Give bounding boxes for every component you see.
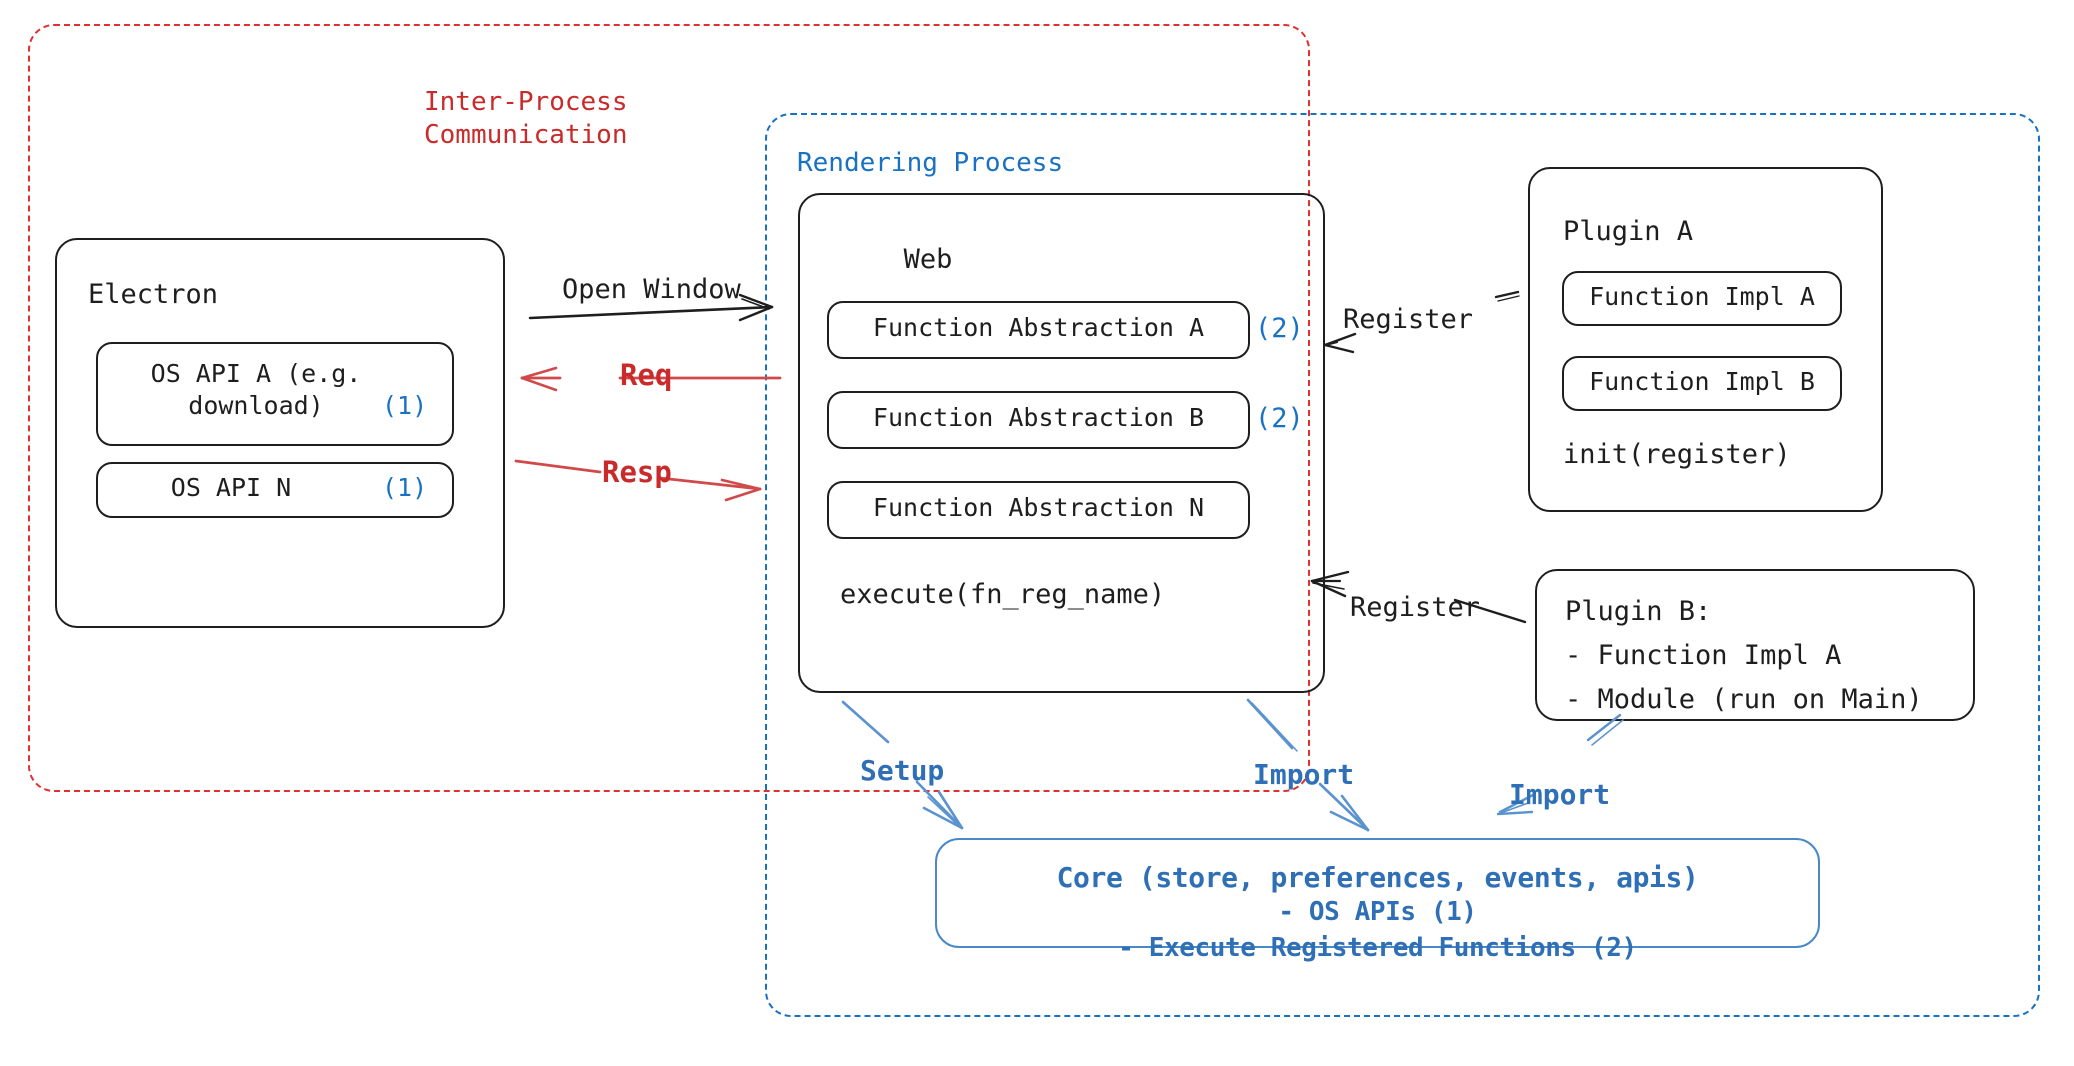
node-function-abstraction-n[interactable] — [827, 481, 1250, 539]
node-function-abstraction-a[interactable] — [827, 301, 1250, 359]
node-plugin-b[interactable] — [1535, 569, 1975, 721]
node-web-title: Web — [903, 244, 953, 275]
node-plugin-a[interactable] — [1528, 167, 1883, 512]
container-inter-process-communication — [28, 24, 1310, 792]
node-plugin-b-line-1: - Function Impl A — [1565, 640, 1842, 671]
node-function-impl-b[interactable] — [1562, 356, 1842, 411]
container-rendering-process — [765, 113, 2040, 1017]
node-electron-title: Electron — [88, 279, 219, 310]
edge-label-import-plugin-b: Import — [1509, 778, 1611, 811]
node-plugin-b-title: Plugin B: — [1565, 596, 1712, 627]
node-function-impl-a-label: Function Impl A — [1589, 282, 1815, 311]
node-plugin-a-footer: init(register) — [1563, 439, 1791, 470]
node-os-api-a-marker: (1) — [382, 391, 428, 420]
node-os-api-n-marker: (1) — [382, 473, 428, 502]
node-core-line-2: - OS APIs (1) — [1278, 897, 1477, 927]
node-electron[interactable] — [55, 238, 505, 628]
node-plugin-a-title: Plugin A — [1563, 216, 1694, 247]
node-web[interactable] — [798, 193, 1325, 693]
node-core-line-1: Core (store, preferences, events, apis) — [1056, 861, 1699, 894]
edge-label-req: Req — [620, 358, 673, 392]
node-function-impl-b-label: Function Impl B — [1589, 367, 1815, 396]
node-os-api-n[interactable] — [96, 462, 454, 518]
node-core[interactable] — [935, 838, 1820, 948]
node-os-api-a-label: OS API A (e.g. download) — [150, 359, 362, 420]
container-label-ipc: Inter-Process Communication — [424, 87, 628, 151]
node-os-api-n-label: OS API N — [170, 473, 292, 502]
edge-label-register-a: Register — [1343, 304, 1474, 335]
node-function-abstraction-n-label: Function Abstraction N — [872, 493, 1205, 522]
edge-label-setup: Setup — [860, 754, 945, 787]
edge-label-import-web: Import — [1253, 758, 1355, 791]
container-label-rendering-process: Rendering Process — [797, 148, 1064, 178]
node-function-abstraction-a-label: Function Abstraction A — [872, 313, 1205, 342]
node-core-line-3: - Execute Registered Functions (2) — [1118, 933, 1637, 963]
node-plugin-b-line-2: - Module (run on Main) — [1565, 684, 1923, 715]
node-function-abstraction-a-marker: (2) — [1255, 313, 1304, 344]
edge-label-resp: Resp — [602, 455, 672, 489]
node-function-impl-a[interactable] — [1562, 271, 1842, 326]
node-function-abstraction-b[interactable] — [827, 391, 1250, 449]
node-function-abstraction-b-marker: (2) — [1255, 403, 1304, 434]
edge-label-open-window: Open Window — [562, 274, 741, 305]
edge-label-register-b: Register — [1350, 592, 1481, 623]
node-web-footer: execute(fn_reg_name) — [840, 579, 1166, 610]
node-os-api-a[interactable] — [96, 342, 454, 446]
node-function-abstraction-b-label: Function Abstraction B — [872, 403, 1205, 432]
